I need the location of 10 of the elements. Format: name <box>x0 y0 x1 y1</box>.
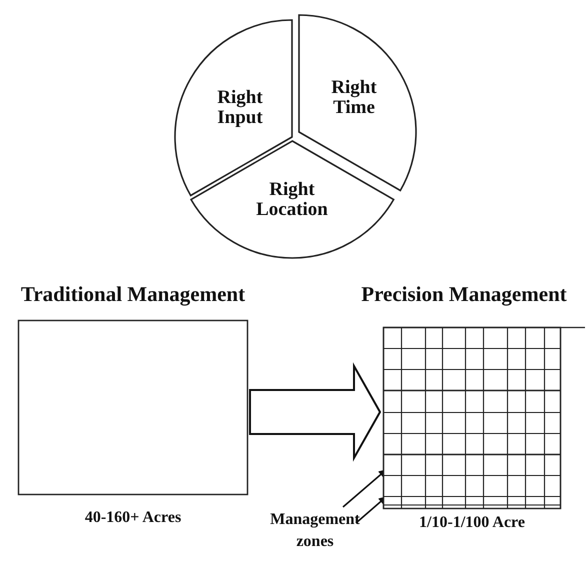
pie-slice <box>190 140 394 259</box>
area-caption: 1/10-1/100 Acre <box>418 515 526 532</box>
callout-text: Management zones <box>255 509 375 554</box>
heading: Traditional Management <box>20 283 246 306</box>
slice-label: Right Location <box>255 180 329 220</box>
area-caption: 40-160+ Acres <box>84 510 182 527</box>
slice-label: Right Input <box>216 88 264 128</box>
block-arrow <box>249 362 382 462</box>
slice-label: Right Time <box>330 78 378 118</box>
heading: Precision Management <box>360 283 568 306</box>
